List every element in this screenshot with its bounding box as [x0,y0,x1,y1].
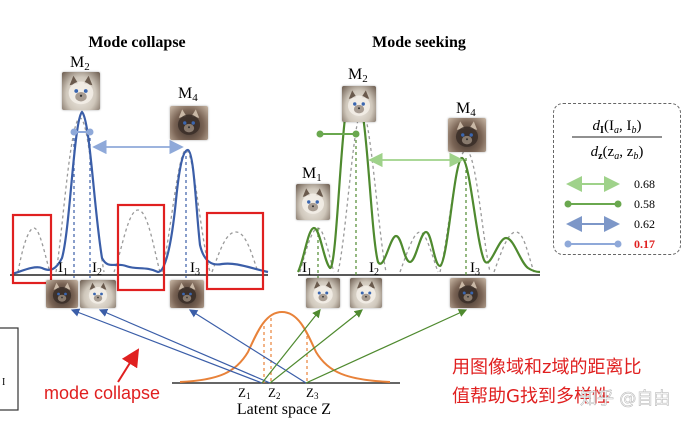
map-z2-left-i2 [98,308,271,384]
cat-face-icon [458,281,478,304]
map-z1-right-i1 [261,309,321,384]
map-z3-left-i3 [188,309,307,384]
legend-rows: 0.68 0.58 0.62 0.17 [564,176,655,251]
map-z1-left-i1 [70,308,263,384]
z2-label: Z2 [268,385,280,401]
z1-label: Z1 [238,385,250,401]
left-i2-label: I2 [92,260,102,278]
z3-label: Z3 [306,385,319,401]
right-i3-label: I3 [470,260,480,278]
legend-value: 0.62 [634,217,655,231]
legend-value: 0.17 [634,237,655,251]
right-dot-a [316,130,324,138]
right-m2-label: M2 [348,66,368,85]
title-mode-collapse: Mode collapse [88,34,185,51]
cat-face-icon [313,281,333,304]
legend-value: 0.58 [634,197,655,211]
cat-image-i1-left [46,280,78,308]
right-i1-label: I1 [302,260,312,278]
right-m4-label: M4 [456,100,476,119]
legend-svg: dI(Ia, Ib) dz(za, zb) 0.68 0.58 0.62 0.17 [564,118,662,251]
left-i3-label: I3 [190,260,200,278]
cat-face-icon [301,188,325,214]
right-dot-b [352,130,360,138]
legend-dot [564,240,572,248]
cat-image-i3-right [450,278,486,308]
mode-collapse-callout-arrow [117,348,140,383]
legend-dot [564,200,572,208]
cat-image-i2-left [80,280,116,308]
mode-collapse-annotation: mode collapse [44,383,160,403]
legend-value: 0.68 [634,177,655,191]
latent-space-label: Latent space Z [237,401,331,418]
watermark: 知乎 @自由 [580,389,670,409]
red-box-3 [205,211,265,291]
cat-image-m2-left [62,72,100,110]
right-i2-label: I2 [369,260,379,278]
gaussian-curve [179,310,391,383]
legend-dot [614,240,622,248]
map-z3-right-i3 [305,309,468,384]
cat-face-icon [88,282,108,304]
red-box-2 [116,203,166,292]
left-panel: I1 I2 I3 M2 M4 [10,54,269,292]
right-m1-label: M1 [302,165,322,184]
left-m2-label: M2 [70,54,90,73]
cropped-left-label: I [2,377,5,388]
left-generated-distribution [11,110,269,276]
cat-image-m2-right [342,86,376,122]
latent-space: Z1 Z2 Z3 Latent space Z [172,310,400,418]
legend-row: 0.62 [566,216,655,232]
legend-denominator: dz(za, zb) [591,144,644,162]
cat-face-icon [68,75,94,105]
cat-image-m4-left [170,106,208,140]
legend-box: dI(Ia, Ib) dz(za, zb) 0.68 0.58 0.62 0.17 [553,103,681,255]
legend-row: 0.17 [564,237,655,251]
left-true-distribution [17,117,259,273]
cat-image-i2-right [350,278,382,308]
legend-row: 0.58 [564,197,655,211]
right-panel: I1 I2 I3 M1 M2 M4 [296,66,541,278]
cat-face-icon [177,282,197,304]
cat-face-icon [455,121,479,147]
cat-image-i1-right [306,278,340,308]
title-mode-seeking: Mode seeking [372,34,466,51]
cat-face-icon [347,90,371,116]
mapping-arrows [70,308,468,384]
legend-numerator: dI(Ia, Ib) [593,118,642,136]
cat-image-m4-right [448,118,486,152]
cat-image-m1-right [296,184,330,220]
left-i1-label: I1 [58,260,68,278]
left-dot-a [70,128,78,136]
cat-face-icon [356,281,376,304]
cn-annotation-line-2: 值帮助G找到多样性 [452,386,610,407]
cn-annotation-line-1: 用图像域和z域的距离比 [452,357,641,378]
left-dot-b [86,128,94,136]
cat-face-icon [52,282,72,304]
legend-row: 0.68 [566,176,655,192]
cat-face-icon [177,109,201,135]
map-z2-right-i2 [269,309,363,384]
cat-image-i3-left [170,280,204,308]
cropped-left-box [0,327,19,411]
red-box-1 [11,213,53,285]
legend-dot [614,200,622,208]
left-m4-label: M4 [178,85,198,104]
right-generated-distribution [296,101,541,274]
